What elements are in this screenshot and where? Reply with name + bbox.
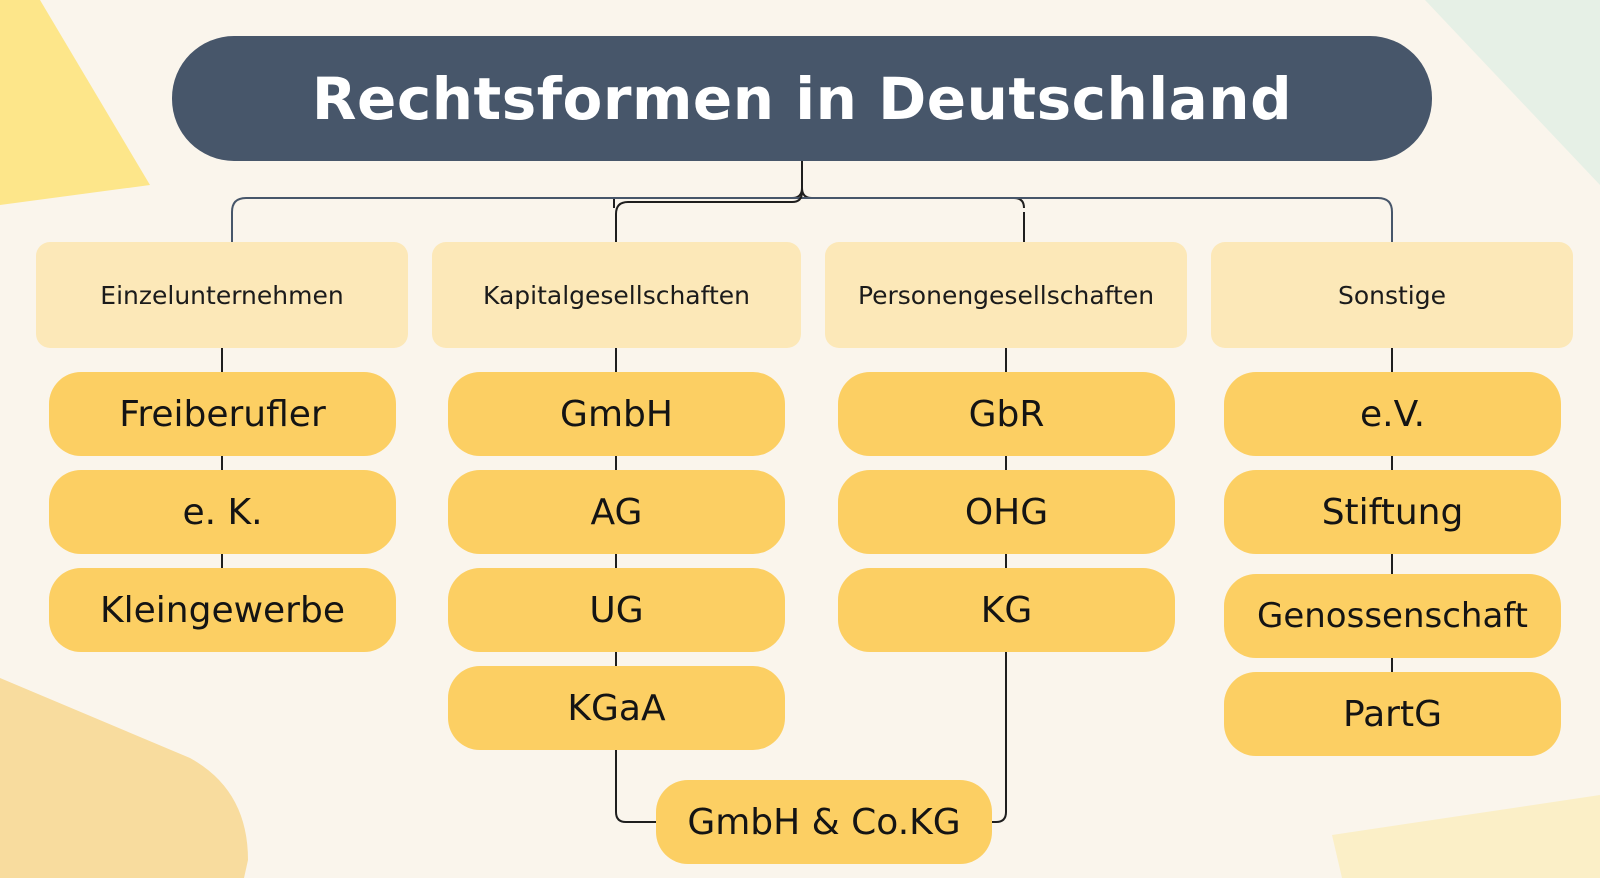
node-gmbh: GmbH bbox=[448, 372, 785, 456]
connector-kgaa-bridge bbox=[615, 750, 656, 823]
bg-shape-cream-corner bbox=[1332, 795, 1600, 878]
node-kleingewerbe: Kleingewerbe bbox=[49, 568, 396, 652]
node-genossenschaft: Genossenschaft bbox=[1224, 574, 1561, 658]
connector-kg-bridge bbox=[992, 652, 1007, 823]
node-ug: UG bbox=[448, 568, 785, 652]
bg-shape-peach-blob bbox=[0, 678, 248, 878]
node-freiberufler: Freiberufler bbox=[49, 372, 396, 456]
node-partg: PartG bbox=[1224, 672, 1561, 756]
node-ek: e. K. bbox=[49, 470, 396, 554]
node-ev: e.V. bbox=[1224, 372, 1561, 456]
connector-title-stem bbox=[612, 160, 1025, 209]
category-personengesellschaften: Personengesellschaften bbox=[825, 242, 1187, 348]
diagram-title: Rechtsformen in Deutschland bbox=[172, 36, 1432, 161]
node-gmbh-co-kg: GmbH & Co.KG bbox=[656, 780, 992, 864]
node-ohg: OHG bbox=[838, 470, 1175, 554]
bg-shape-yellow-triangle bbox=[0, 0, 150, 205]
node-gbr: GbR bbox=[838, 372, 1175, 456]
category-einzelunternehmen: Einzelunternehmen bbox=[36, 242, 408, 348]
node-ag: AG bbox=[448, 470, 785, 554]
bg-shape-mint-corner bbox=[1425, 0, 1600, 185]
node-stiftung: Stiftung bbox=[1224, 470, 1561, 554]
category-sonstige: Sonstige bbox=[1211, 242, 1573, 348]
node-kgaa: KGaA bbox=[448, 666, 785, 750]
node-kg: KG bbox=[838, 568, 1175, 652]
connector-kapital-drop bbox=[615, 191, 803, 242]
connector-top-rail bbox=[231, 197, 1393, 242]
category-kapitalgesellschaften: Kapitalgesellschaften bbox=[432, 242, 801, 348]
